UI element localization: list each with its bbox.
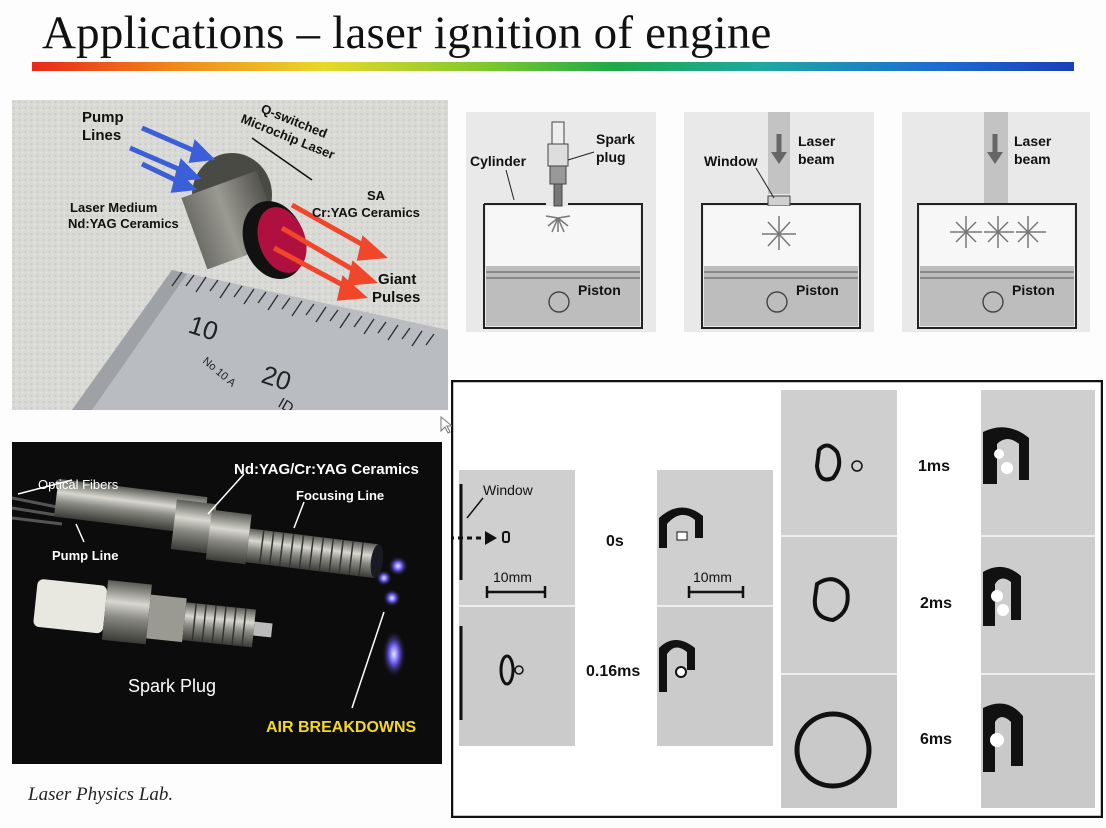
laser-medium-label-2: Nd:YAG Ceramics [68,216,179,231]
laser-spark-plug-photo: Optical Fibers Nd:YAG/Cr:YAG Ceramics Fo… [12,442,442,764]
frame-flow-2ms [981,536,1095,674]
laser-medium-label-1: Laser Medium [70,200,157,215]
air-breakdowns-label: AIR BREAKDOWNS [266,719,417,736]
pump-lines-label-2: Lines [82,127,121,144]
cylinder-label: Cylinder [470,153,527,169]
giant-pulses-label-1: Giant [378,271,416,288]
title-rainbow-underline [32,62,1074,71]
time-0s: 0s [606,533,624,550]
laser-ignition-diagram-single: Window Laser beam Piston [684,112,874,332]
window-label: Window [704,153,758,169]
microchip-laser-cylinder [181,153,307,279]
mouse-cursor-icon [440,416,452,434]
pump-lines-label-1: Pump [82,109,124,126]
time-2ms: 2ms [920,595,952,612]
laser-beam-label-1: Laser [798,133,836,149]
laser-ignition-diagram-multi: Laser beam Piston [902,112,1090,332]
frame-flow-016ms [657,606,773,746]
optical-fibers-label: Optical Fibers [38,477,119,492]
spark-label-1: Spark [596,131,635,147]
window-caption: Window [483,482,534,498]
combustion-sequence-figure: Window 10mm 10mm 0s 0.16ms 1ms 2ms 6ms [451,380,1103,818]
frame-left-016ms [459,606,575,746]
frame-left-2ms [781,536,897,674]
time-1ms: 1ms [918,458,950,475]
scale-bar-left: 10mm [493,569,532,585]
pump-arrows [129,125,216,193]
laser-beam-label-3: Laser [1014,133,1052,149]
ceramics-label: Nd:YAG/Cr:YAG Ceramics [234,461,419,478]
sa-label-2: Cr:YAG Ceramics [312,205,420,220]
frame-flow-0s [657,470,773,606]
ruler-id-text: ID [275,395,297,410]
focusing-line-label: Focusing Line [296,488,384,503]
lab-footer: Laser Physics Lab. [28,784,174,805]
piston-label-2: Piston [796,282,839,298]
scale-bar-right: 10mm [693,569,732,585]
spark-plug-drawing [547,121,569,207]
piston-label-3: Piston [1012,282,1055,298]
slide-title: Applications – laser ignition of engine [42,7,772,59]
spark-label-2: plug [596,149,626,165]
frame-flow-1ms [981,390,1095,536]
laser-beam-label-2: beam [798,151,835,167]
piston-label-1: Piston [578,282,621,298]
spark-plug-label: Spark Plug [128,676,216,696]
time-6ms: 6ms [920,731,952,748]
pump-line-label: Pump Line [52,548,118,563]
laser-beam-label-4: beam [1014,151,1051,167]
giant-pulses-label-2: Pulses [372,289,420,306]
microchip-laser-photo: 10 20 No 10 A ID Pump Lines Q-switched M… [12,100,448,410]
time-016ms: 0.16ms [586,663,640,680]
giant-pulse-arrows [272,202,388,301]
sa-label-1: SA [367,188,386,203]
spark-plug-ignition-diagram: Cylinder Spark plug Piston [466,112,656,332]
